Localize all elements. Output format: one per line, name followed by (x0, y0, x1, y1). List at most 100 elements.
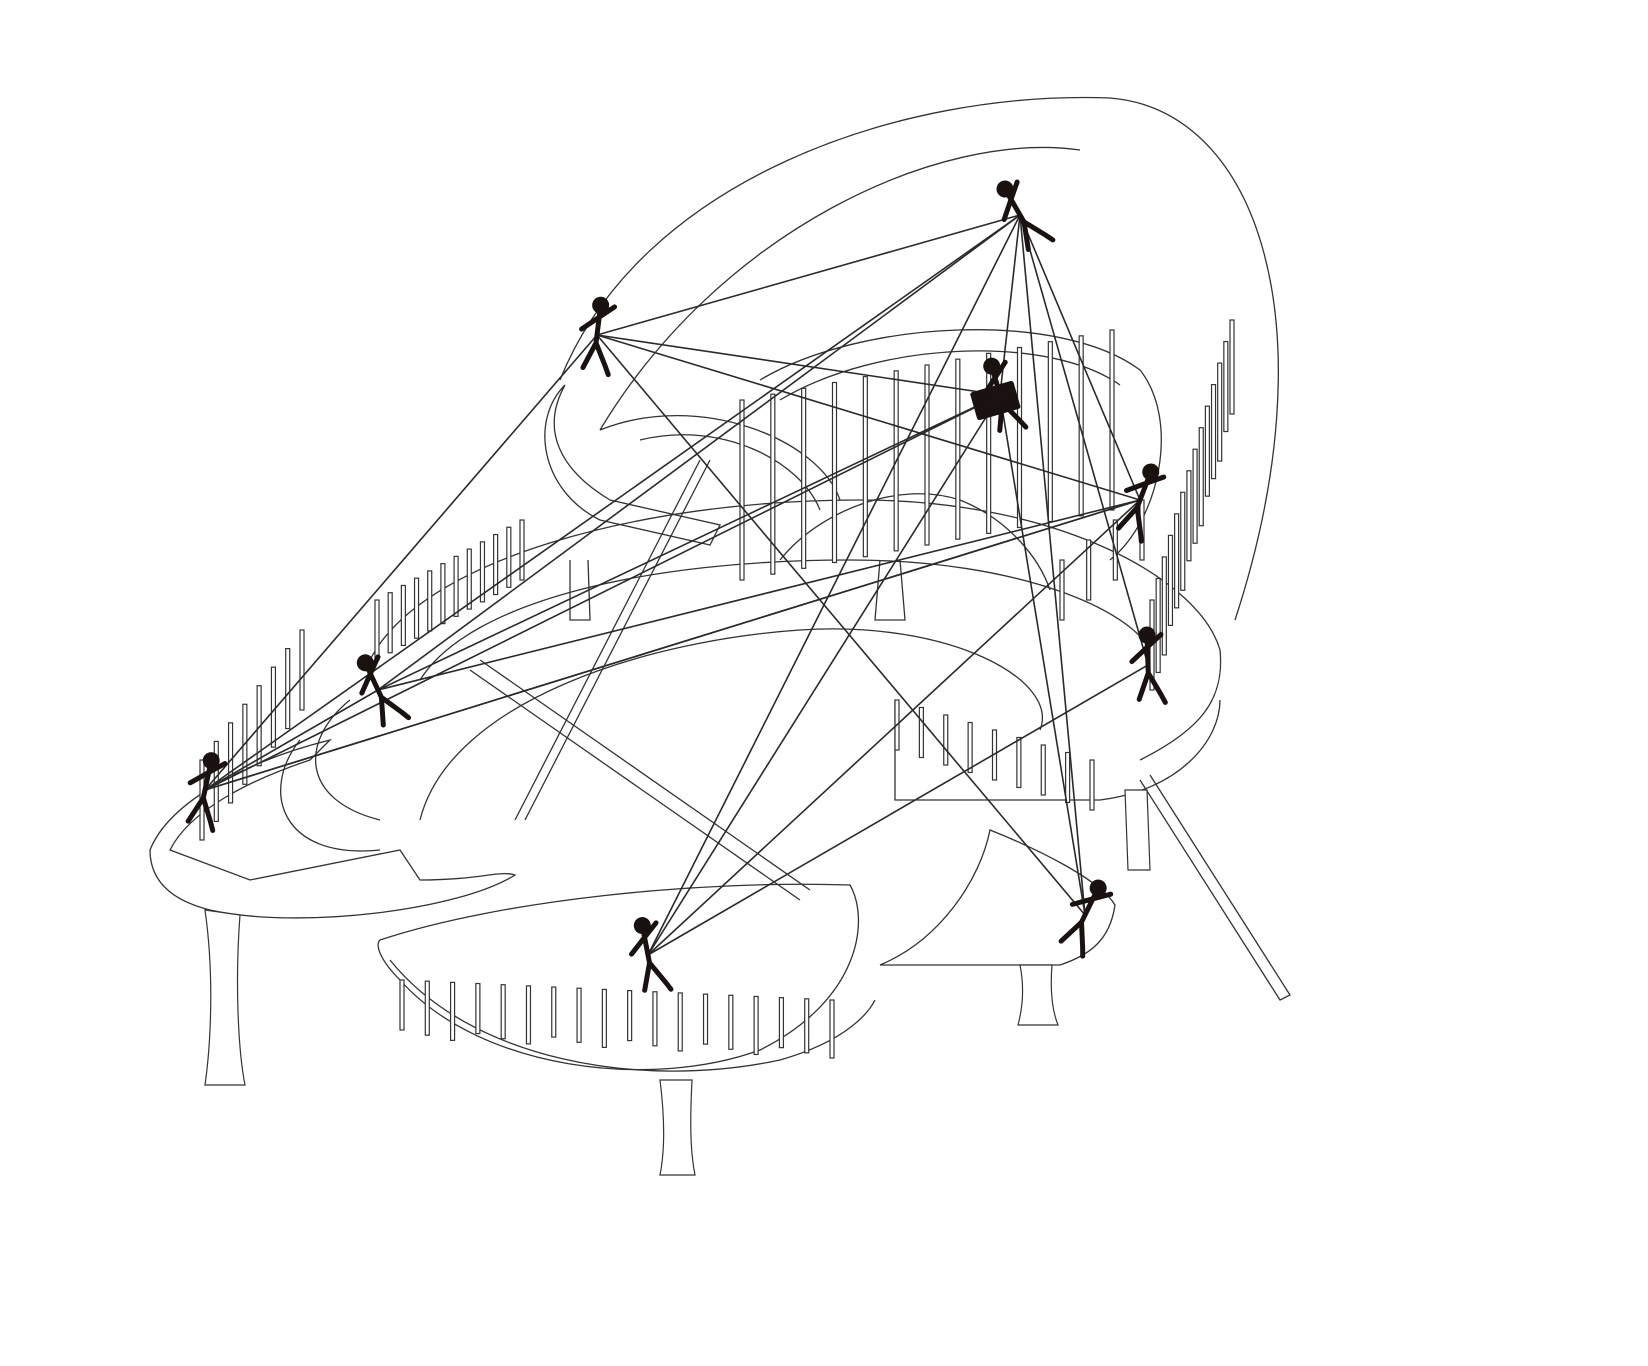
human-figure (1115, 463, 1167, 544)
tension-cable (204, 394, 1001, 791)
human-figure (185, 752, 228, 833)
railing-post (967, 721, 973, 774)
tension-cable (647, 214, 1021, 956)
railing-post (627, 989, 633, 1042)
railing-post (299, 629, 305, 711)
railing-post (374, 599, 380, 661)
railing-post (739, 399, 745, 581)
railing-post (943, 714, 949, 766)
railing-post (1047, 341, 1053, 523)
railing-post (1016, 346, 1023, 529)
main-ring-deck (369, 499, 1222, 761)
railing-post (677, 992, 683, 1052)
structure-linework (149, 96, 1291, 1176)
human-figure (1058, 879, 1114, 959)
right-ring-wall (894, 699, 1221, 801)
figure-body (1058, 890, 1114, 959)
railing-post (728, 994, 734, 1050)
crossing-beam-1 (469, 659, 811, 901)
tension-cables (204, 214, 1149, 956)
railing-post (804, 998, 810, 1054)
figure-body (579, 304, 618, 378)
railing-post (1180, 491, 1186, 591)
tension-cable (647, 664, 1149, 956)
box-prop (970, 380, 1021, 421)
human-figure (996, 179, 1056, 252)
railing-post (1210, 384, 1217, 480)
railing-post (440, 563, 446, 625)
tension-cable (596, 334, 1141, 501)
railing-post (829, 999, 835, 1059)
railing-post (387, 592, 393, 654)
railing-post (1016, 736, 1022, 789)
human-figure (579, 296, 618, 378)
great-shell-arc (559, 96, 1279, 621)
figure-body (629, 920, 674, 993)
railing-post (449, 981, 456, 1041)
railing-post (1223, 340, 1229, 433)
railing-post (506, 526, 512, 588)
railing-post (285, 647, 291, 730)
railing-post (986, 352, 992, 534)
tension-cable (377, 394, 1001, 691)
railing-post (1086, 539, 1092, 601)
front-platform-edge (389, 959, 876, 1072)
upper-ring-gallery-inner (779, 350, 1121, 401)
railing-post (1155, 577, 1161, 674)
railing-post (500, 984, 506, 1040)
left-upper-wing (544, 384, 721, 546)
railing-post (1161, 556, 1167, 656)
railing-post (1040, 744, 1046, 796)
right-column (1017, 964, 1059, 1026)
railing-post (424, 980, 430, 1036)
tension-cable (204, 499, 1141, 791)
railing-post (413, 577, 420, 639)
tension-cable (204, 214, 1021, 791)
railing-post (475, 982, 481, 1035)
front-platform (377, 883, 860, 1071)
railing-post (551, 986, 557, 1038)
railing-post (1167, 534, 1174, 626)
tension-cable (999, 394, 1086, 916)
right-back-column (1124, 789, 1151, 871)
railing-post (1089, 759, 1095, 811)
railing-post (493, 533, 499, 596)
tension-cable (1019, 214, 1141, 501)
railing-post (753, 995, 759, 1056)
railing-post (770, 393, 776, 575)
right-platform (879, 829, 1116, 966)
tension-cable (1019, 214, 1086, 916)
railing-post (427, 570, 433, 632)
central-arch-2 (779, 493, 1051, 591)
railing-post (1059, 559, 1065, 621)
tension-cable (1019, 214, 1149, 666)
left-lower-ring (280, 699, 381, 852)
railing-post (601, 988, 607, 1049)
tension-cable (596, 334, 1086, 916)
railing-posts (199, 319, 1235, 1059)
railing-post (479, 541, 486, 603)
railing-post (1065, 751, 1071, 804)
railing-post (652, 991, 658, 1047)
figure-body (1115, 474, 1167, 544)
railing-post (702, 993, 709, 1045)
railing-post (399, 979, 405, 1031)
railing-post (1204, 405, 1210, 497)
tension-cable (596, 334, 1001, 396)
railing-post (1109, 329, 1115, 511)
railing-post (453, 555, 459, 617)
tension-cable (204, 689, 379, 791)
front-column (659, 1079, 696, 1176)
railing-post (801, 387, 807, 569)
railing-post (918, 706, 924, 759)
crossing-beam-2 (514, 459, 711, 821)
figures (185, 179, 1168, 993)
tension-cable (204, 334, 598, 791)
tension-cable (377, 499, 1141, 691)
tension-cable (647, 499, 1141, 956)
railing-post (924, 364, 930, 546)
figure-body (1001, 179, 1056, 252)
railing-post (1229, 319, 1235, 415)
railing-post (576, 987, 582, 1043)
